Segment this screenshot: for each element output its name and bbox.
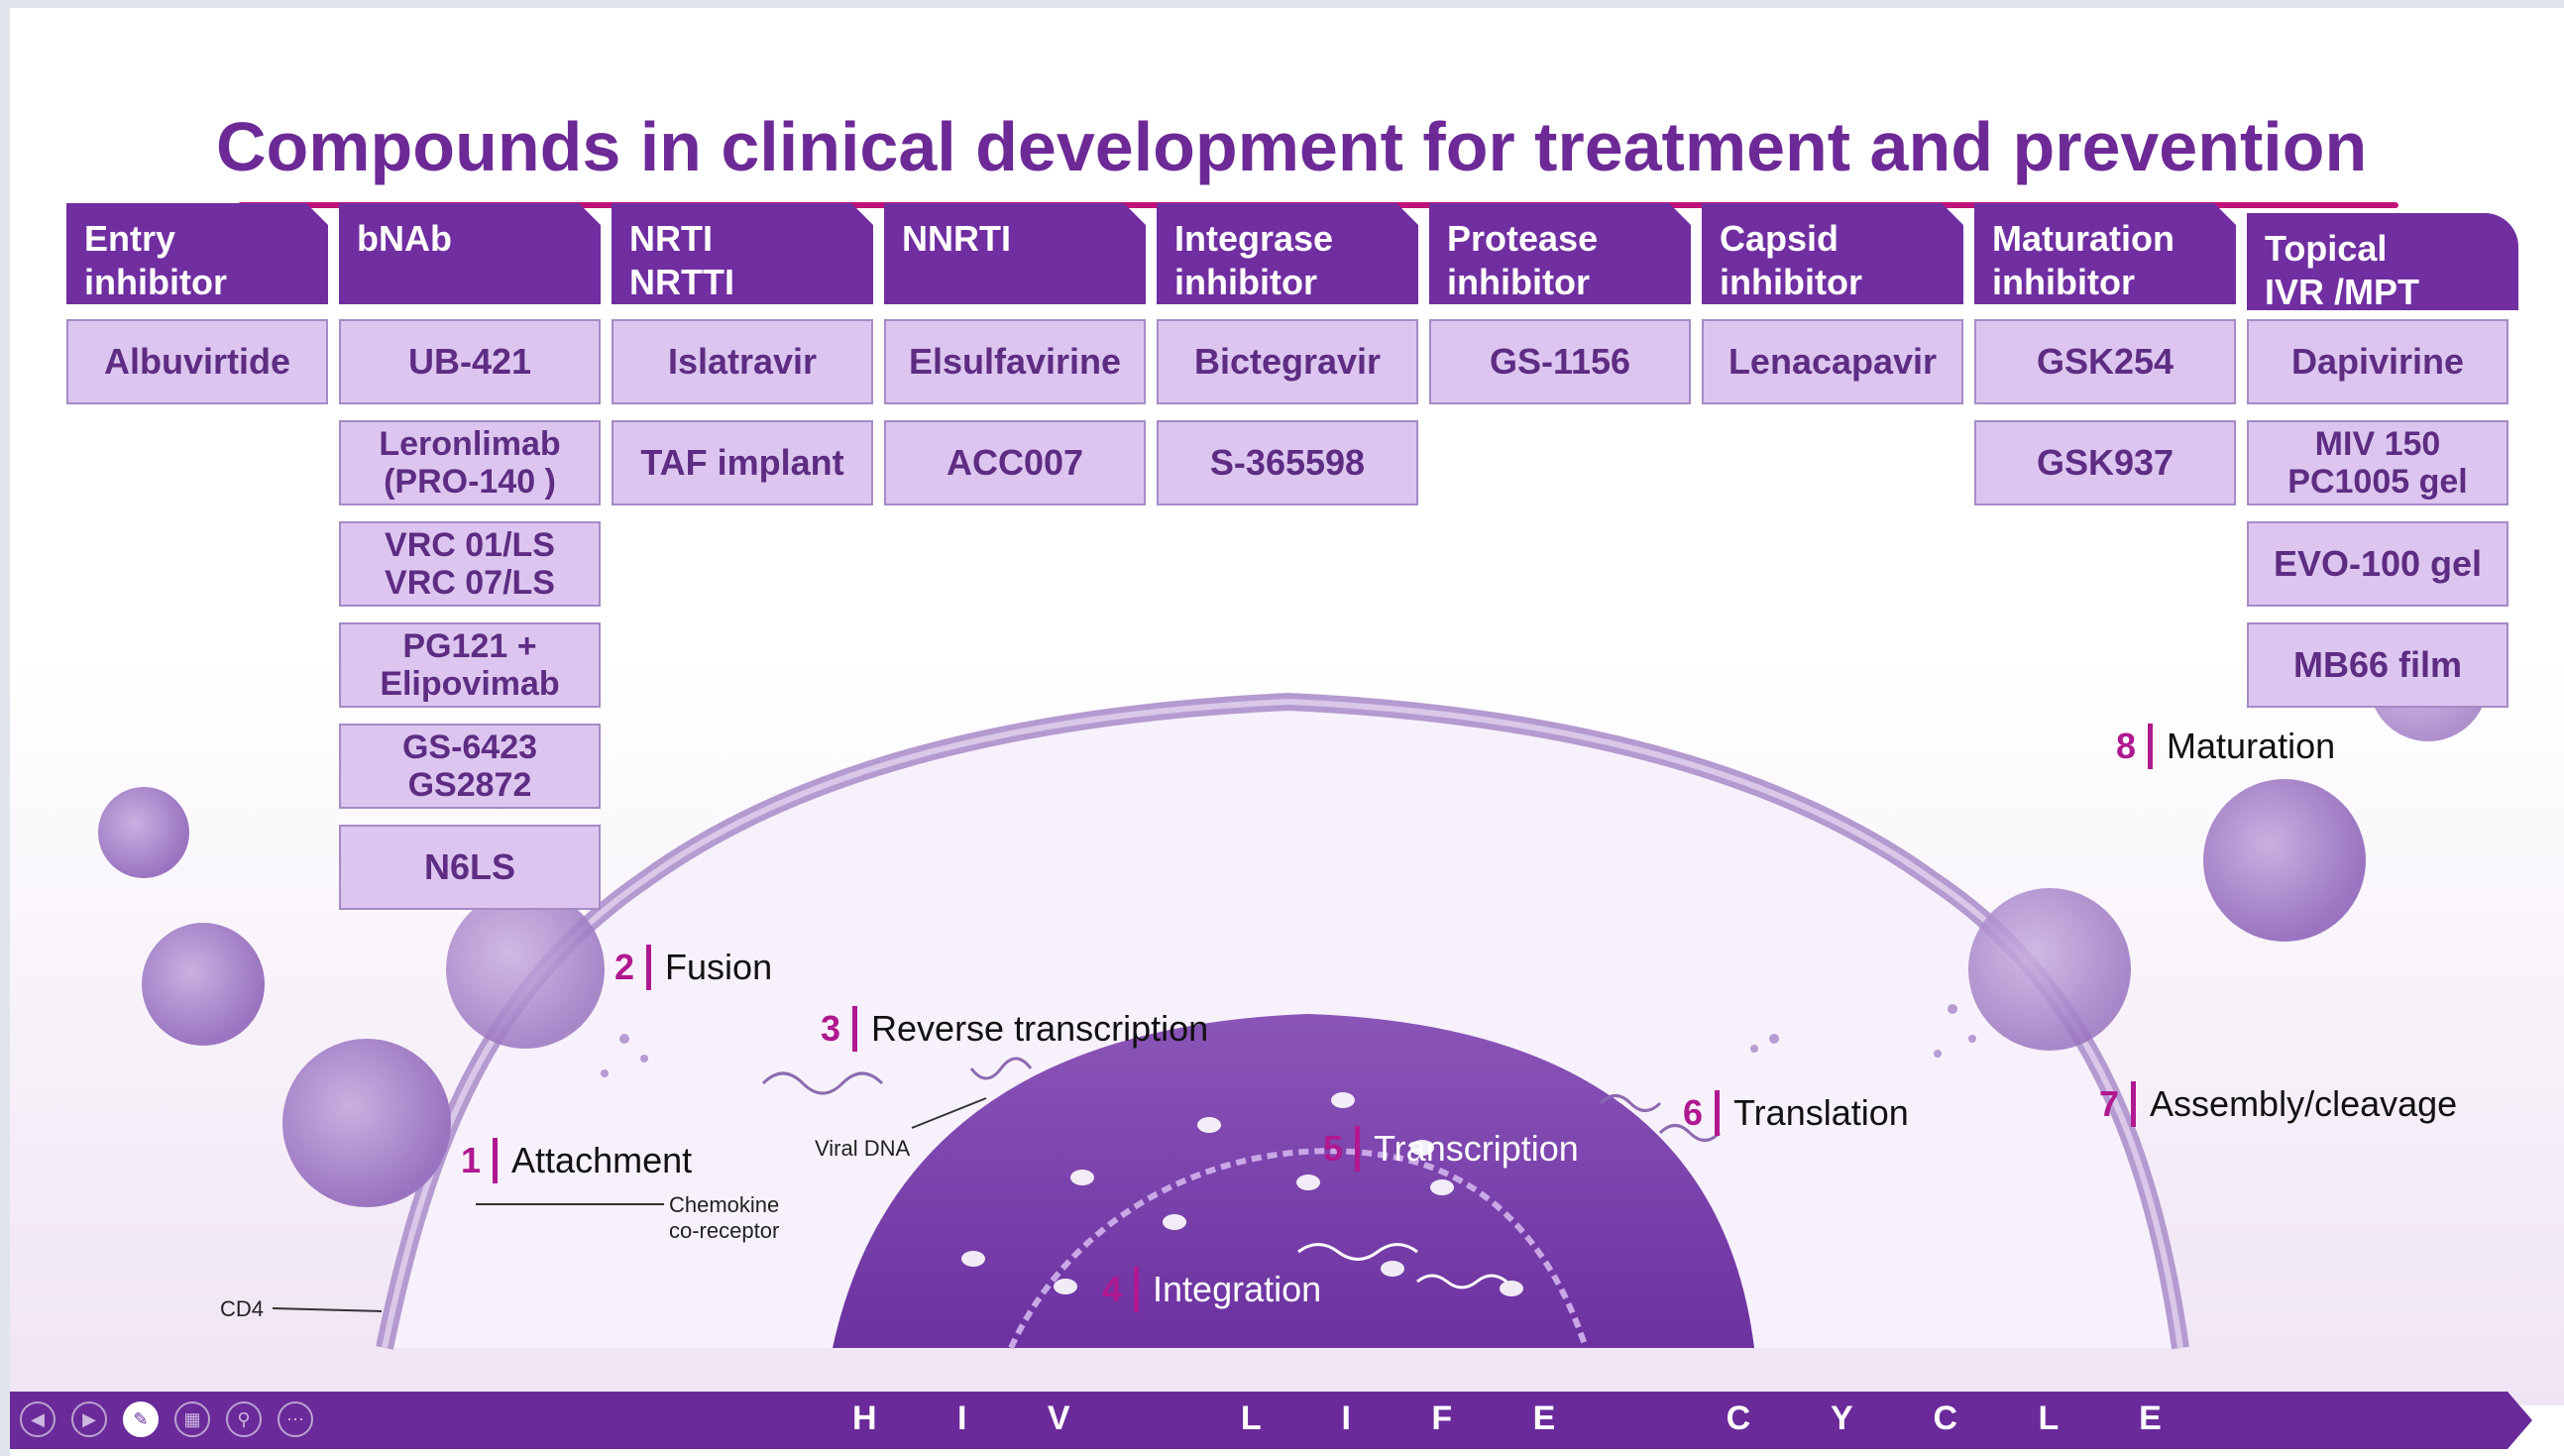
footer-title: H I V L I F E C Y C L E [852,1400,2197,1437]
drug-cell: Elsulfavirine [884,319,1146,404]
drug-cell: Dapivirine [2247,319,2508,404]
drug-cell: GS-6423 GS2872 [339,724,601,809]
slide: Compounds in clinical development for tr… [10,8,2564,1456]
drug-cell: MIV 150 PC1005 gel [2247,420,2508,505]
drug-cell: PG121 + Elipovimab [339,622,601,708]
drug-cell: Leronlimab (PRO-140 ) [339,420,601,505]
drug-cell: GS-1156 [1429,319,1691,404]
drug-cell: MB66 film [2247,622,2508,708]
drug-cell: GSK937 [1974,420,2236,505]
next-icon[interactable]: ▶ [71,1401,107,1437]
drug-cell: Albuvirtide [66,319,328,404]
page-title: Compounds in clinical development for tr… [216,108,2368,185]
drug-cell: ACC007 [884,420,1146,505]
drug-cell: GSK254 [1974,319,2236,404]
drug-cell: Bictegravir [1157,319,1418,404]
zoom-icon[interactable]: ⚲ [226,1401,262,1437]
pen-icon[interactable]: ✎ [123,1401,159,1437]
more-icon[interactable]: ⋯ [278,1401,313,1437]
footer-bar [10,1392,2532,1449]
header-nnrti: NNRTI [884,203,1146,304]
drug-cell: N6LS [339,825,601,910]
drug-cell: EVO-100 gel [2247,521,2508,607]
drug-cell: UB-421 [339,319,601,404]
hiv-life-cycle-illustration [98,622,2488,1350]
drug-cell: S-365598 [1157,420,1418,505]
drug-cell: TAF implant [612,420,873,505]
slides-icon[interactable]: ▦ [174,1401,210,1437]
cd4-label: CD4 [220,1296,265,1321]
header-bnab: bNAb [339,203,601,304]
drug-cell: Islatravir [612,319,873,404]
previous-icon[interactable]: ◀ [20,1401,56,1437]
drug-cell: Lenacapavir [1702,319,1963,404]
drug-cell: VRC 01/LS VRC 07/LS [339,521,601,607]
viral-dna-label: Viral DNA [815,1136,911,1161]
